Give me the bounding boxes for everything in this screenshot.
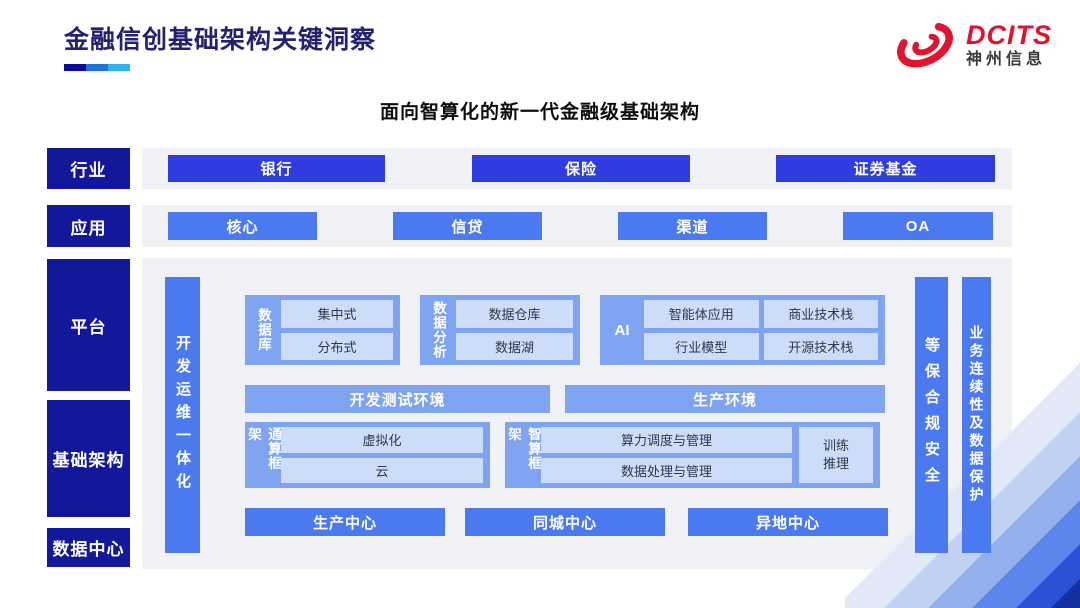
logo-brand-text: DCITS (966, 20, 1052, 51)
row-label-datacenter: 数据中心 (47, 528, 130, 567)
ai-group-label: AI (614, 321, 630, 339)
general-compute-virtualization: 虚拟化 (281, 427, 483, 453)
slide-title: 金融信创基础架构关键洞察 (64, 26, 377, 54)
business-continuity-bar: 业务连续性及数据保护 (962, 277, 991, 553)
ai-item-commercial-stack: 商业技术栈 (763, 300, 878, 328)
devtest-env-bar: 开发测试环境 (245, 385, 550, 413)
row-label-infrastructure: 基础架构 (47, 400, 130, 517)
intelligent-compute-scheduling: 算力调度与管理 (541, 427, 792, 453)
title-underline (64, 64, 130, 71)
devops-bar: 开发运维一体化 (165, 277, 200, 553)
ai-group: AI 智能体应用 商业技术栈 行业模型 开源技术栈 (600, 295, 885, 365)
database-item-centralized: 集中式 (281, 300, 393, 328)
ai-item-opensource-stack: 开源技术栈 (763, 332, 878, 360)
database-item-distributed: 分布式 (281, 332, 393, 360)
center-samecity: 同城中心 (465, 508, 665, 536)
application-item-oa: OA (843, 212, 993, 240)
underline-segment (64, 64, 86, 71)
analytics-group: 数据分析 数据仓库 数据湖 (420, 295, 580, 365)
ai-item-industry-model: 行业模型 (644, 332, 759, 360)
database-group: 数据库 集中式 分布式 (245, 295, 400, 365)
center-production: 生产中心 (245, 508, 445, 536)
general-compute-cloud: 云 (281, 457, 483, 483)
platform-panel: 开发运维一体化 数据库 集中式 分布式 数据分析 数据仓库 数据湖 AI 智能体… (142, 258, 1012, 569)
production-env-bar: 生产环境 (565, 385, 885, 413)
industry-item-bank: 银行 (168, 155, 385, 182)
logo-company-text: 神州信息 (966, 51, 1047, 69)
industry-row: 银行 保险 证券基金 (142, 148, 1012, 189)
application-item-credit: 信贷 (393, 212, 542, 240)
security-compliance-bar: 等保合规安全 (915, 277, 948, 553)
row-label-application: 应用 (47, 205, 130, 247)
general-compute-label: 通算框架 (246, 427, 281, 471)
application-item-channel: 渠道 (618, 212, 767, 240)
row-label-industry: 行业 (47, 148, 130, 189)
row-label-platform: 平台 (47, 259, 130, 391)
underline-segment (108, 64, 130, 71)
ai-item-agent-app: 智能体应用 (644, 300, 759, 328)
analytics-item-warehouse: 数据仓库 (456, 300, 573, 328)
intelligent-compute-label: 智算框架 (506, 427, 541, 471)
intelligent-compute-dataproc: 数据处理与管理 (541, 457, 792, 483)
general-compute-group: 通算框架 虚拟化 云 (245, 422, 490, 488)
center-remote: 异地中心 (688, 508, 888, 536)
company-logo: DCITS 神州信息 (893, 16, 1052, 74)
intelligent-compute-train-infer: 训练 推理 (799, 427, 873, 483)
application-item-core: 核心 (168, 212, 317, 240)
application-row: 核心 信贷 渠道 OA (142, 205, 1012, 247)
analytics-group-label: 数据分析 (431, 301, 446, 359)
diagram-title: 面向智算化的新一代金融级基础架构 (379, 102, 700, 123)
analytics-item-lake: 数据湖 (456, 332, 573, 360)
database-group-label: 数据库 (256, 308, 271, 352)
dcits-swirl-icon (897, 22, 953, 68)
underline-segment (86, 64, 108, 71)
industry-item-securities: 证券基金 (776, 155, 995, 182)
industry-item-insurance: 保险 (472, 155, 690, 182)
intelligent-compute-group: 智算框架 算力调度与管理 数据处理与管理 训练 推理 (505, 422, 880, 488)
